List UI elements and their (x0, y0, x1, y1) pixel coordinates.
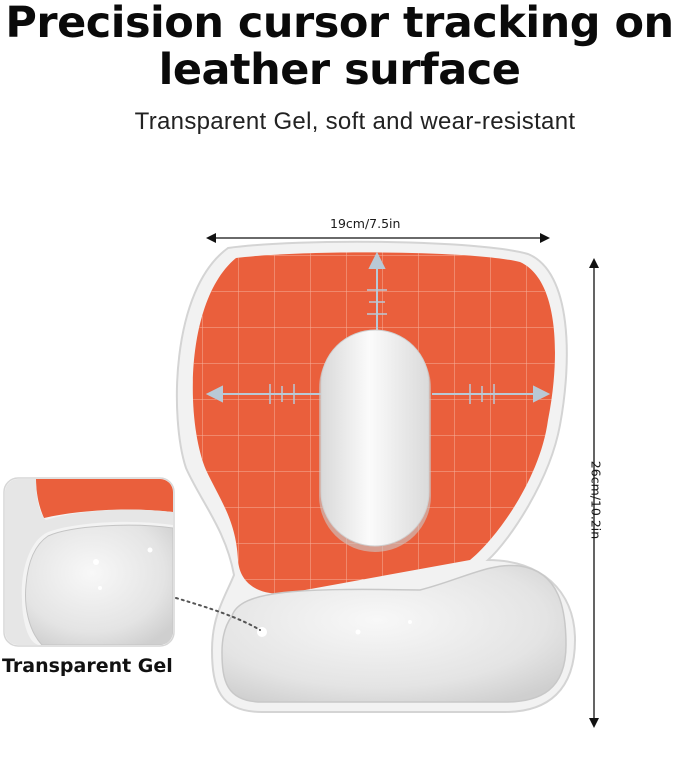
gel-callout-label: Transparent Gel (2, 655, 173, 677)
gel-highlight (355, 629, 361, 635)
gel-highlight (408, 620, 412, 624)
width-dimension-label: 19cm/7.5in (330, 216, 401, 231)
headline-line-2: leather surface (158, 45, 521, 95)
gel-highlight (257, 627, 267, 637)
mouse (319, 329, 431, 552)
callout-leader-line (175, 597, 261, 631)
gel-detail-inset (3, 477, 175, 647)
height-dimension-arrow (589, 258, 599, 728)
subheadline: Transparent Gel, soft and wear-resistant (134, 108, 576, 135)
width-dimension-arrow (206, 233, 550, 243)
wrist-rest-gel (221, 564, 567, 703)
crosshair-marks (205, 251, 551, 404)
headline-line-1: Precision cursor tracking on (5, 0, 674, 48)
headline: Precision cursor tracking on leather sur… (0, 0, 679, 94)
